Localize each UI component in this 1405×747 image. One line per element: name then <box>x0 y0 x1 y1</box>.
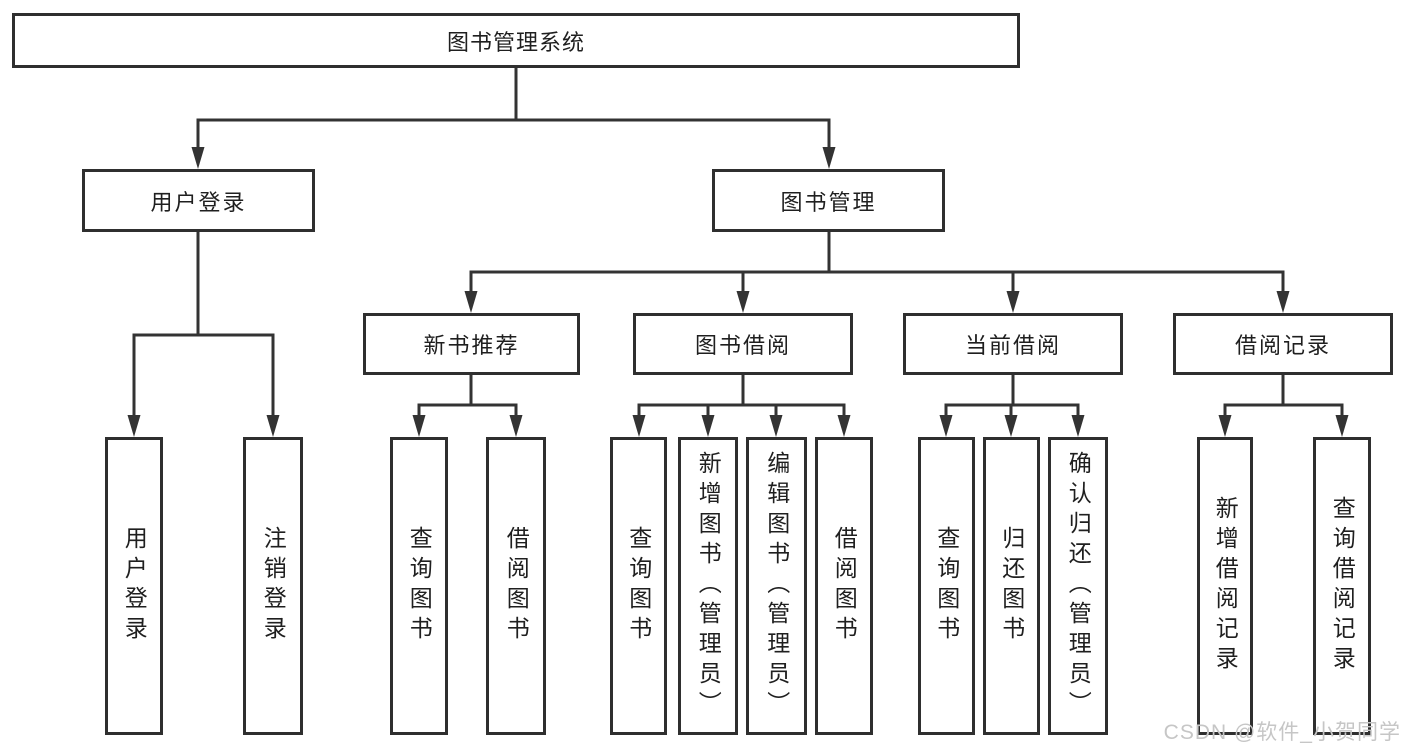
node-current-borrow: 当前借阅 <box>903 313 1123 375</box>
leaf-borrow-books-recommend: 借阅图书 <box>486 437 546 735</box>
connector-book-borrow-to-leaves <box>632 375 851 437</box>
connector-book-management-to-level3 <box>464 232 1290 313</box>
leaf-confirm-return-admin-label: 确认归还（管理员） <box>1065 451 1092 721</box>
node-current-borrow-label: 当前借阅 <box>964 333 1061 358</box>
connector-current-borrow-to-leaves <box>939 375 1085 437</box>
leaf-logout: 注销登录 <box>243 437 303 735</box>
node-borrow-record-label: 借阅记录 <box>1234 333 1331 358</box>
node-book-borrow: 图书借阅 <box>633 313 853 375</box>
leaf-query-books-current-label: 查询图书 <box>933 526 960 646</box>
node-root: 图书管理系统 <box>12 13 1020 68</box>
node-book-management: 图书管理 <box>712 169 945 232</box>
leaf-add-books-admin-label: 新增图书（管理员） <box>695 451 722 721</box>
leaf-borrow-books: 借阅图书 <box>815 437 873 735</box>
node-new-book-recommend-label: 新书推荐 <box>423 333 520 358</box>
leaf-borrow-books-recommend-label: 借阅图书 <box>503 526 530 646</box>
leaf-borrow-books-label: 借阅图书 <box>831 526 858 646</box>
node-borrow-record: 借阅记录 <box>1173 313 1393 375</box>
leaf-user-login: 用户登录 <box>105 437 163 735</box>
connector-new-book-recommend-to-leaves <box>412 375 523 437</box>
leaf-add-books-admin: 新增图书（管理员） <box>678 437 738 735</box>
leaf-edit-books-admin: 编辑图书（管理员） <box>746 437 807 735</box>
leaf-edit-books-admin-label: 编辑图书（管理员） <box>763 451 790 721</box>
leaf-query-books-current: 查询图书 <box>918 437 975 735</box>
leaf-logout-label: 注销登录 <box>260 526 287 646</box>
leaf-query-books-recommend-label: 查询图书 <box>406 526 433 646</box>
node-book-management-label: 图书管理 <box>780 189 877 215</box>
node-user-login-label: 用户登录 <box>150 189 247 215</box>
node-new-book-recommend: 新书推荐 <box>363 313 580 375</box>
leaf-query-borrow-record-label: 查询借阅记录 <box>1329 496 1356 676</box>
leaf-return-books-label: 归还图书 <box>998 526 1025 646</box>
leaf-add-borrow-record-label: 新增借阅记录 <box>1212 496 1239 676</box>
leaf-return-books: 归还图书 <box>983 437 1040 735</box>
leaf-confirm-return-admin: 确认归还（管理员） <box>1048 437 1108 735</box>
leaf-query-borrow-record: 查询借阅记录 <box>1313 437 1371 735</box>
node-root-label: 图书管理系统 <box>446 29 585 55</box>
node-book-borrow-label: 图书借阅 <box>694 333 791 358</box>
node-user-login: 用户登录 <box>82 169 315 232</box>
leaf-user-login-label: 用户登录 <box>121 526 148 646</box>
leaf-query-books-recommend: 查询图书 <box>390 437 448 735</box>
leaf-query-books-borrow: 查询图书 <box>610 437 667 735</box>
connector-borrow-record-to-leaves <box>1218 375 1349 437</box>
leaf-query-books-borrow-label: 查询图书 <box>625 526 652 646</box>
connector-root-to-level2 <box>191 68 836 169</box>
connector-user-login-to-leaves <box>127 232 280 437</box>
leaf-add-borrow-record: 新增借阅记录 <box>1197 437 1253 735</box>
